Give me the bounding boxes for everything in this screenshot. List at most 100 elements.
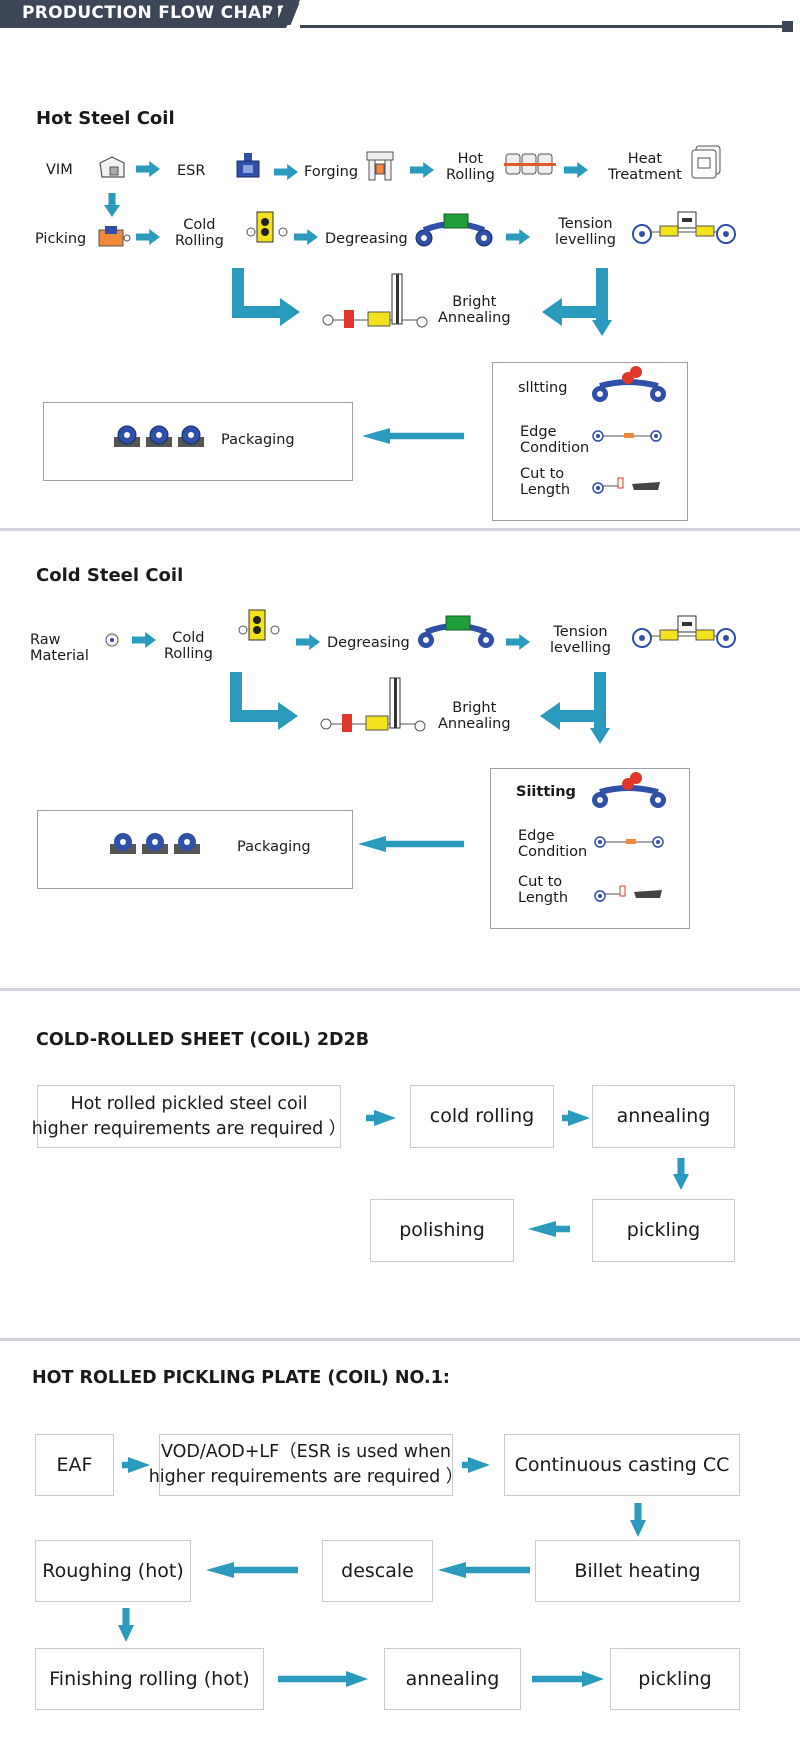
arrow-right [462, 1457, 490, 1473]
step-cut-to-length: Cut to Length [518, 874, 569, 906]
elbow-arrow-down-right [230, 672, 298, 730]
step-degreasing: Degreasing [327, 635, 410, 651]
step-packaging: Packaging [237, 839, 311, 855]
heat-treatment-furnace-icon [691, 145, 721, 179]
arrow-down [630, 1503, 646, 1537]
step-forging: Forging [304, 164, 359, 180]
arrow-right [132, 632, 156, 648]
slitting-line-icon [592, 366, 666, 402]
step-continuous-casting: Continuous casting CC [504, 1434, 740, 1496]
arrow-right [506, 229, 530, 245]
header-rule-end [782, 21, 793, 32]
cut-to-length-icon [594, 885, 662, 902]
step-annealing: annealing [592, 1085, 735, 1148]
arrow-right [410, 162, 434, 178]
cut-to-length-icon [592, 477, 660, 494]
edge-condition-icon [594, 836, 664, 848]
arrow-right [136, 229, 160, 245]
step-packaging: Packaging [221, 432, 295, 448]
arrow-down [673, 1158, 689, 1190]
step-pickling: pickling [610, 1648, 740, 1710]
step-cold-rolling: cold rolling [410, 1085, 554, 1148]
tension-leveller-icon [632, 615, 736, 648]
arrow-right [294, 229, 318, 245]
step-slitting: Siitting [516, 784, 576, 800]
step-degreasing: Degreasing [325, 231, 408, 247]
step-tension-levelling: Tension levelling [555, 216, 616, 248]
arrow-right [122, 1457, 150, 1473]
packaged-coils-icon [110, 833, 200, 854]
step-hot-rolled-pickled-coil: Hot rolled pickled steel coil higher req… [32, 1085, 346, 1148]
step-edge-condition: Edge Condition [520, 424, 590, 456]
arrow-down [104, 193, 120, 217]
section-title-hot-steel-coil: Hot Steel Coil [36, 108, 175, 129]
step-slitting: slltting [518, 380, 568, 396]
slitting-line-icon [592, 772, 666, 808]
arrow-right [562, 1110, 590, 1126]
section-divider [0, 988, 800, 991]
step-cold-rolling: Cold Rolling [164, 630, 213, 662]
arrow-right [296, 634, 320, 650]
step-roughing: Roughing (hot) [35, 1540, 191, 1602]
page-title: PRODUCTION FLOW CHART [22, 3, 286, 23]
forging-press-icon [366, 151, 394, 181]
step-descale: descale [322, 1540, 433, 1602]
arrow-left [528, 1221, 570, 1237]
hot-rolling-mill-icon [504, 153, 556, 175]
cold-rolling-mill-icon [246, 211, 288, 243]
step-esr: ESR [177, 163, 206, 179]
step-hot-rolling: Hot Rolling [446, 151, 495, 183]
elbow-arrow-left-down [540, 672, 610, 744]
step-edge-condition: Edge Condition [518, 828, 588, 860]
step-vim: VIM [46, 162, 73, 178]
step-pickling: pickling [592, 1199, 735, 1262]
pickling-tank-icon [98, 226, 131, 247]
step-annealing: annealing [384, 1648, 521, 1710]
cold-rolling-mill-icon [238, 609, 280, 641]
step-vod-aod-lf: VOD/AOD+LF（ESR is used when higher requi… [149, 1434, 463, 1496]
tension-leveller-icon [632, 211, 736, 244]
elbow-arrow-left-down [542, 268, 612, 336]
step-raw-material: Raw Material [30, 632, 89, 664]
step-tension-levelling: Tension levelling [550, 624, 611, 656]
step-bright-annealing: Bright Annealing [438, 294, 511, 326]
section-title-cold-rolled-sheet: COLD-ROLLED SHEET (COIL) 2D2B [36, 1030, 370, 1050]
vim-furnace-icon [99, 156, 125, 178]
arrow-right [506, 634, 530, 650]
step-cold-rolling: Cold Rolling [175, 217, 224, 249]
arrow-right [136, 161, 160, 177]
arrow-left [358, 836, 464, 852]
arrow-left [206, 1562, 298, 1578]
step-heat-treatment: Heat Treatment [608, 151, 682, 183]
arrow-right [366, 1110, 396, 1126]
step-bright-annealing: Bright Annealing [438, 700, 511, 732]
step-cut-to-length: Cut to Length [520, 466, 571, 498]
step-picking: Picking [35, 231, 87, 247]
step-polishing: polishing [370, 1199, 514, 1262]
header-rule [300, 25, 786, 28]
edge-condition-icon [592, 430, 662, 442]
step-billet-heating: Billet heating [535, 1540, 740, 1602]
bright-annealing-furnace-icon [322, 273, 428, 328]
degreasing-line-icon [415, 213, 493, 247]
coil-icon [105, 633, 119, 647]
arrow-right [274, 164, 298, 180]
step-finishing-rolling: Finishing rolling (hot) [35, 1648, 264, 1710]
step-eaf: EAF [35, 1434, 114, 1496]
header-banner [0, 0, 300, 28]
section-title-hot-rolled-pickling: HOT ROLLED PICKLING PLATE (COIL) NO.1: [32, 1368, 450, 1388]
arrow-left [362, 428, 464, 444]
arrow-down [118, 1608, 134, 1642]
section-title-cold-steel-coil: Cold Steel Coil [36, 565, 184, 586]
esr-furnace-icon [236, 153, 260, 178]
packaged-coils-icon [114, 425, 204, 447]
arrow-right [278, 1671, 368, 1687]
section-divider [0, 528, 800, 531]
arrow-right [532, 1671, 604, 1687]
section-divider [0, 1338, 800, 1341]
bright-annealing-furnace-icon [320, 677, 426, 732]
arrow-right [564, 162, 588, 178]
degreasing-line-icon [418, 615, 494, 648]
arrow-left [438, 1562, 530, 1578]
elbow-arrow-down-right [232, 268, 300, 326]
